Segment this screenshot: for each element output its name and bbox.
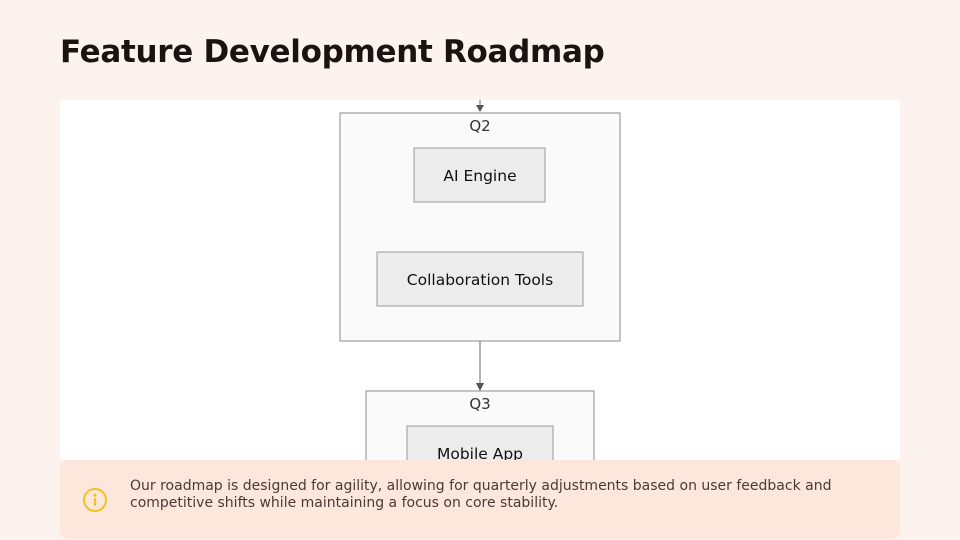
node-mobile-app: Mobile App [406, 425, 554, 460]
info-callout: Our roadmap is designed for agility, all… [60, 460, 900, 539]
lane-q2-label: Q2 [469, 117, 490, 135]
roadmap-diagram: Q2 AI Engine Collaboration Tools Q3 Mobi… [60, 100, 900, 460]
node-mobile-app-label: Mobile App [437, 445, 523, 460]
node-ai-engine: AI Engine [413, 147, 546, 203]
node-ai-engine-label: AI Engine [443, 167, 516, 185]
edge-into-q2 [476, 100, 484, 112]
lane-q2: Q2 AI Engine Collaboration Tools [339, 112, 621, 342]
lane-q3-label: Q3 [469, 395, 490, 413]
node-collaboration-tools: Collaboration Tools [376, 251, 584, 307]
node-collaboration-tools-label: Collaboration Tools [407, 271, 553, 289]
page-title: Feature Development Roadmap [60, 34, 605, 70]
lane-q3: Q3 Mobile App [365, 390, 595, 460]
info-icon [83, 488, 107, 512]
info-callout-text: Our roadmap is designed for agility, all… [130, 478, 832, 511]
edge-q2-to-q3 [476, 341, 484, 391]
